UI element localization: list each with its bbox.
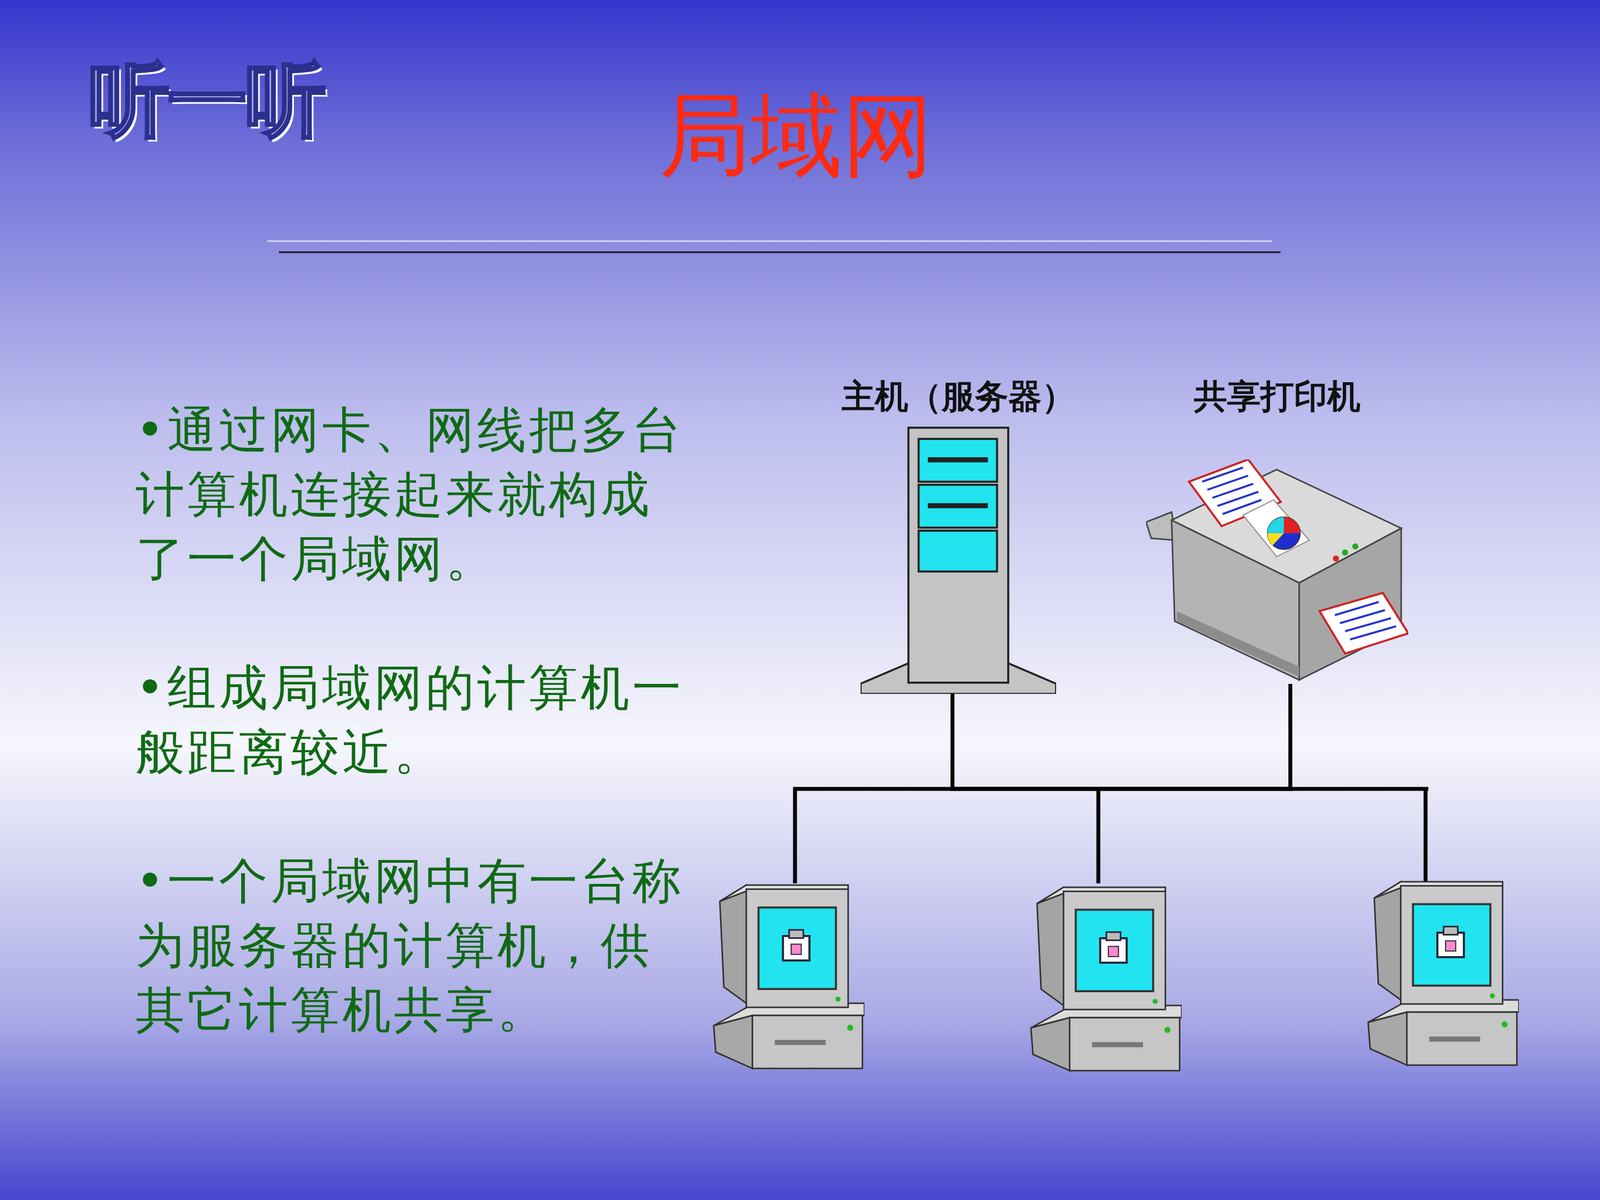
- art-part: [1423, 787, 1428, 884]
- title-rule: [278, 251, 1281, 254]
- node-heading-holder: 共享打印机: [1193, 377, 1361, 415]
- section-tag: 听一听: [88, 55, 324, 145]
- server-icon-art: [860, 426, 1057, 694]
- network-cable: [952, 683, 1290, 789]
- art-part: [793, 787, 798, 884]
- client-computer: [1031, 887, 1182, 1071]
- title-rule: [267, 240, 1273, 243]
- node-heading-holder: 主机（服务器）: [841, 377, 1075, 415]
- node-heading: 主机（服务器）: [841, 376, 1075, 416]
- client-computer: [1368, 881, 1519, 1065]
- printer-icon: 共享打印机: [1146, 459, 1409, 684]
- bullet-text: •通过网卡、网线把多台计算机连接起来就构成了一个局域网。: [135, 397, 697, 592]
- bullet-text: •一个局域网中有一台称为服务器的计算机，供其它计算机共享。: [135, 848, 697, 1043]
- node-heading: 共享打印机: [1193, 376, 1361, 416]
- art-part: [1096, 787, 1101, 884]
- printer-icon-shape: [1146, 459, 1409, 680]
- client-computer: [713, 885, 865, 1069]
- network-bus: [793, 787, 1429, 884]
- server-icon-shape: [860, 427, 1057, 694]
- server-icon: 主机（服务器）: [860, 426, 1057, 694]
- bullet-text: •组成局域网的计算机一般距离较近。: [135, 655, 697, 785]
- printer-icon-art: [1146, 459, 1409, 684]
